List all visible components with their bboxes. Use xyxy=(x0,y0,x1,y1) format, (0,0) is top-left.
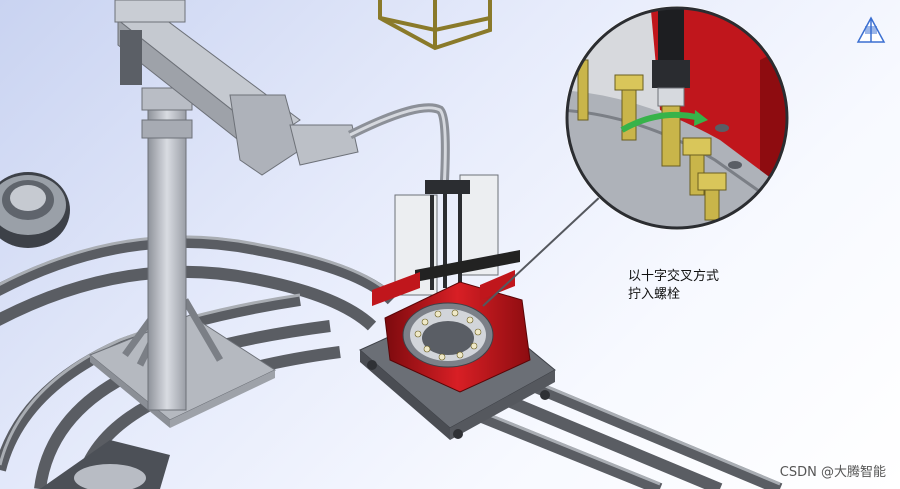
robot-arm xyxy=(114,0,450,191)
bearing-part xyxy=(0,172,70,248)
shelf-frame xyxy=(378,0,492,51)
watermark: CSDN @大腾智能 xyxy=(779,465,886,480)
pyramid-logo-icon xyxy=(854,16,888,48)
caption-line-2: 拧入螺栓 xyxy=(628,287,681,302)
caption-line-1: 以十字交叉方式 xyxy=(628,269,720,284)
bottom-fixture xyxy=(40,440,170,489)
robot-pillar xyxy=(141,87,193,411)
detail-magnifier xyxy=(565,6,789,230)
red-fixture xyxy=(372,270,531,393)
caption-text: 以十字交叉方式 拧入螺栓 xyxy=(628,268,788,304)
callout-line xyxy=(482,194,603,307)
